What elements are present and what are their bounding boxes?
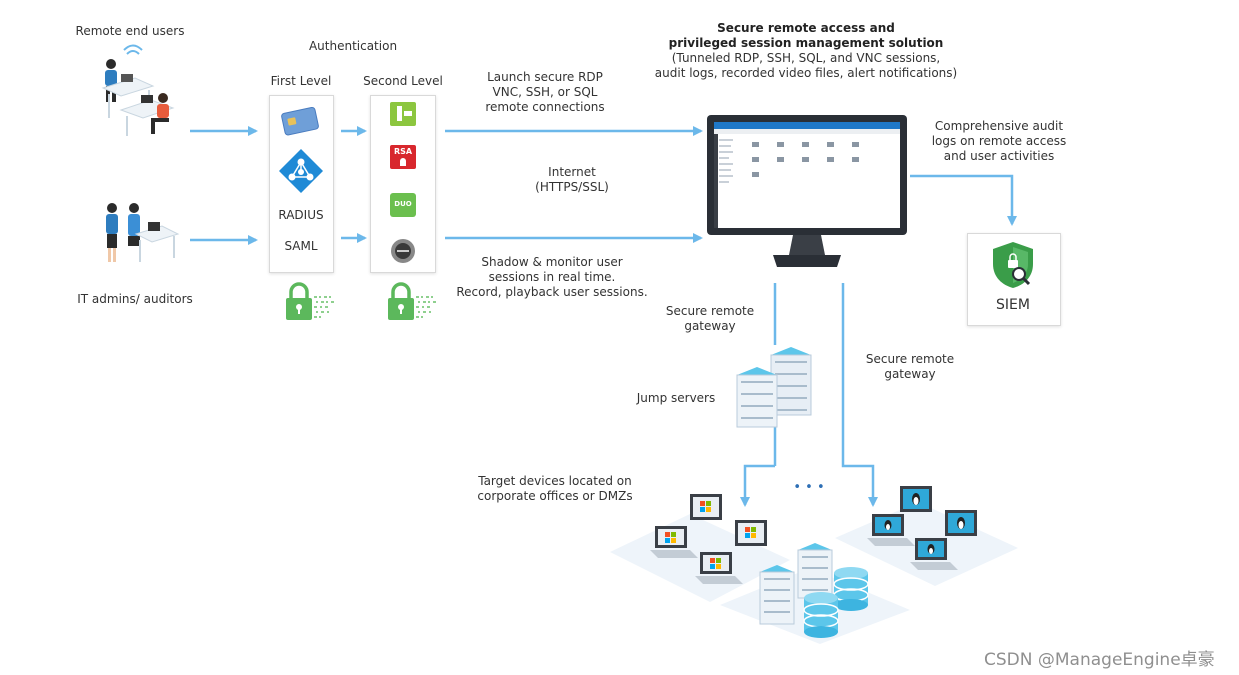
target-server-stack-1 xyxy=(797,543,833,599)
gateway-right-line-1: Secure remote xyxy=(865,352,955,366)
database-icon-1 xyxy=(833,567,869,611)
rsa-person-glyph xyxy=(400,158,406,166)
radius-label: RADIUS xyxy=(278,208,324,222)
ellipsis-dots: • • • xyxy=(793,480,825,495)
targets-line-2: corporate offices or DMZs xyxy=(477,489,633,503)
targets-line-1: Target devices located on xyxy=(478,474,632,488)
yubikey-icon xyxy=(391,239,415,263)
siem-label: SIEM xyxy=(996,297,1030,313)
arrow-jump-to-windows xyxy=(740,464,775,507)
windows-desktop-1 xyxy=(690,494,722,520)
target-devices-label: Target devices located on corporate offi… xyxy=(472,474,638,504)
windows-laptop-2 xyxy=(695,552,743,584)
shadow-monitor-label: Shadow & monitor user sessions in real t… xyxy=(450,255,654,300)
remote-users-icon xyxy=(101,44,175,136)
duo-icon: DUO xyxy=(390,193,416,217)
server-stack-front xyxy=(736,367,778,428)
launch-line-1: Launch secure RDP xyxy=(487,70,603,84)
solution-title-line-1: Secure remote access and xyxy=(717,21,895,35)
internet-label: Internet (HTTPS/SSL) xyxy=(520,165,624,195)
azure-ad-icon xyxy=(279,149,323,193)
audit-line-3: and user activities xyxy=(943,149,1055,163)
audit-logs-label: Comprehensive audit logs on remote acces… xyxy=(924,119,1074,164)
remote-users-label: Remote end users xyxy=(75,24,185,38)
first-level-label: First Level xyxy=(270,74,332,88)
target-server-stack-2 xyxy=(759,565,795,625)
linux-laptop-2 xyxy=(910,538,958,570)
linux-laptop-1 xyxy=(867,514,915,546)
windows-laptop-1 xyxy=(650,526,698,558)
audit-line-1: Comprehensive audit xyxy=(934,119,1064,133)
database-icon-2 xyxy=(803,592,839,638)
shadow-line-2: sessions in real time. xyxy=(488,270,616,284)
launch-line-3: remote connections xyxy=(485,100,605,114)
siem-shield-icon xyxy=(993,242,1033,288)
solution-detail-line-1: (Tunneled RDP, SSH, SQL, and VNC session… xyxy=(671,51,941,65)
gateway-left-line-1: Secure remote xyxy=(665,304,755,318)
shadow-line-3: Record, playback user sessions. xyxy=(456,285,648,299)
shadow-line-1: Shadow & monitor user xyxy=(481,255,623,269)
rsa-icon: RSA xyxy=(390,145,416,169)
saml-label: SAML xyxy=(284,239,318,253)
watermark: CSDN @ManageEngine卓豪 xyxy=(984,650,1215,670)
solution-title: Secure remote access and privileged sess… xyxy=(650,21,962,81)
lock-icon-first-level xyxy=(286,282,334,320)
windows-desktop-2 xyxy=(735,520,767,546)
monitor-icon xyxy=(707,115,907,267)
gateway-right-line-2: gateway xyxy=(884,367,936,381)
arrow-gateway-right-to-linux xyxy=(841,283,878,507)
arrow-monitor-to-siem xyxy=(910,174,1017,226)
internet-line-2: (HTTPS/SSL) xyxy=(535,180,609,194)
audit-line-2: logs on remote access xyxy=(931,134,1067,148)
duo-label: DUO xyxy=(394,200,412,208)
linux-desktop-1 xyxy=(900,486,932,512)
internet-line-1: Internet xyxy=(548,165,596,179)
gateway-left-label: Secure remote gateway xyxy=(660,304,760,334)
authentication-title: Authentication xyxy=(308,39,398,53)
solution-detail-line-2: audit logs, recorded video files, alert … xyxy=(654,66,958,80)
launch-line-2: VNC, SSH, or SQL xyxy=(492,85,598,99)
smart-card-icon xyxy=(281,106,319,136)
key-token-icon xyxy=(390,102,416,126)
admins-label: IT admins/ auditors xyxy=(77,292,193,306)
target-devices-illustration xyxy=(610,486,1018,644)
jump-servers-icon xyxy=(736,347,812,428)
solution-title-line-2: privileged session management solution xyxy=(668,36,944,50)
lock-icon-second-level xyxy=(388,282,436,320)
launch-connections-label: Launch secure RDP VNC, SSH, or SQL remot… xyxy=(470,70,620,115)
linux-desktop-2 xyxy=(945,510,977,536)
gateway-left-line-2: gateway xyxy=(684,319,736,333)
gateway-right-label: Secure remote gateway xyxy=(860,352,960,382)
second-level-label: Second Level xyxy=(363,74,443,88)
admins-icon xyxy=(106,203,180,262)
jump-servers-label: Jump servers xyxy=(636,391,716,405)
rsa-label: RSA xyxy=(393,147,413,156)
